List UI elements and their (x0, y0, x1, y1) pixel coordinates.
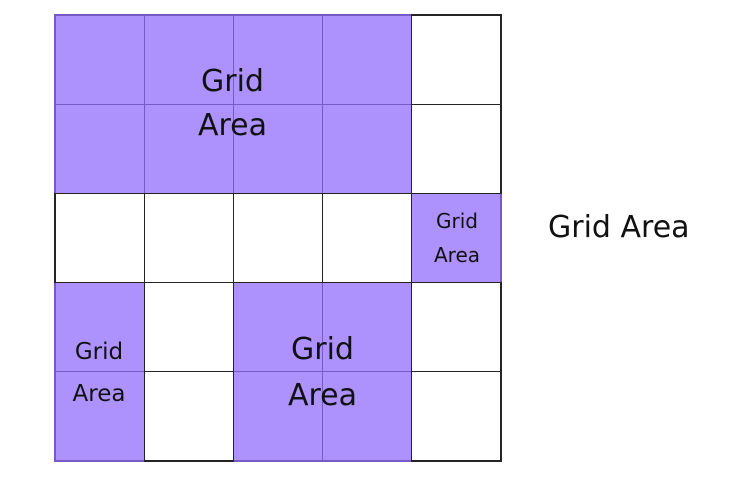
area-label-line2: Area (197, 107, 268, 143)
area-label-line1: Grid (201, 63, 264, 99)
grid-cell-4-5 (412, 283, 500, 371)
area-label-line2: Area (433, 243, 481, 267)
grid-cell-2-5 (412, 105, 500, 193)
side-label: Grid Area (548, 210, 690, 245)
grid-cell-5-5 (412, 372, 500, 460)
area-label-line1: Grid (74, 338, 124, 365)
grid-cell-3-1 (56, 194, 144, 282)
grid-cell-5-2 (145, 372, 233, 460)
grid-cell-3-4 (323, 194, 411, 282)
grid-cell-3-3 (234, 194, 322, 282)
area-label-line2: Area (72, 380, 126, 407)
area-label-line1: Grid (291, 331, 354, 367)
grid-cell-3-2 (145, 194, 233, 282)
grid-cell-1-5 (412, 16, 500, 104)
area-label-line2: Area (287, 377, 358, 413)
grid-cell-4-2 (145, 283, 233, 371)
area-label-line1: Grid (436, 209, 478, 233)
